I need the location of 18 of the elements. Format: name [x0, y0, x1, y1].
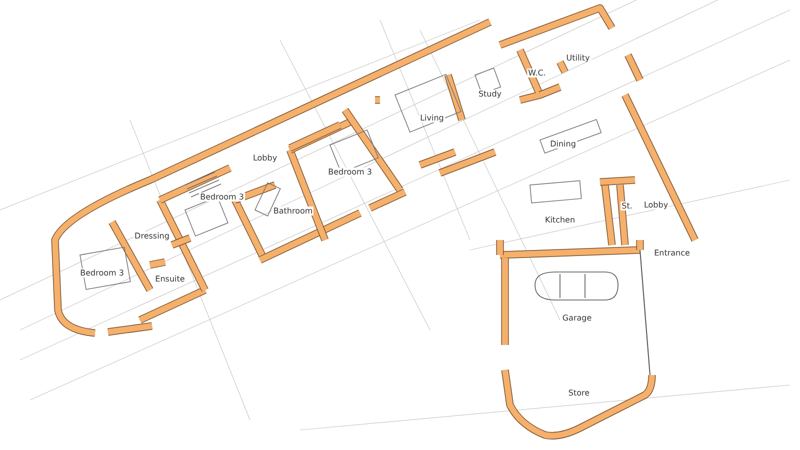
room-label: Living [419, 114, 445, 122]
room-label: Garage [561, 314, 593, 322]
room-label: Lobby [252, 154, 278, 162]
room-label: Dining [549, 140, 577, 148]
room-label: Utility [565, 54, 591, 62]
room-label: Bedroom 3 [327, 168, 373, 176]
room-label: Ensuite [154, 274, 186, 284]
room-label: St. [620, 202, 634, 210]
room-label: Bathroom [272, 206, 314, 216]
room-label: W.C. [527, 68, 547, 78]
room-label: Study [477, 90, 503, 98]
room-label: Entrance [653, 248, 691, 258]
room-label: Lobby [642, 200, 670, 210]
room-label: Store [567, 388, 591, 398]
room-label: Dressing [134, 232, 170, 240]
room-label: Bedroom 3 [79, 268, 125, 278]
room-label: Bedroom 3 [199, 192, 245, 202]
room-label: Kitchen [544, 216, 576, 224]
